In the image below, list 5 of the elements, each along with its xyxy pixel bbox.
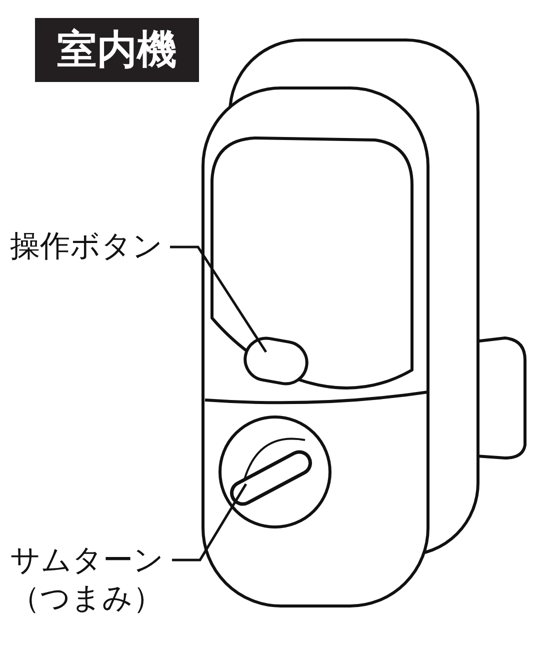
leader-line — [172, 483, 248, 562]
heading-label: 室内機 — [35, 18, 199, 82]
callout-label: サムターン（つまみ） — [10, 542, 168, 618]
callout-label: 操作ボタン — [10, 228, 163, 266]
leader-line — [170, 246, 268, 353]
